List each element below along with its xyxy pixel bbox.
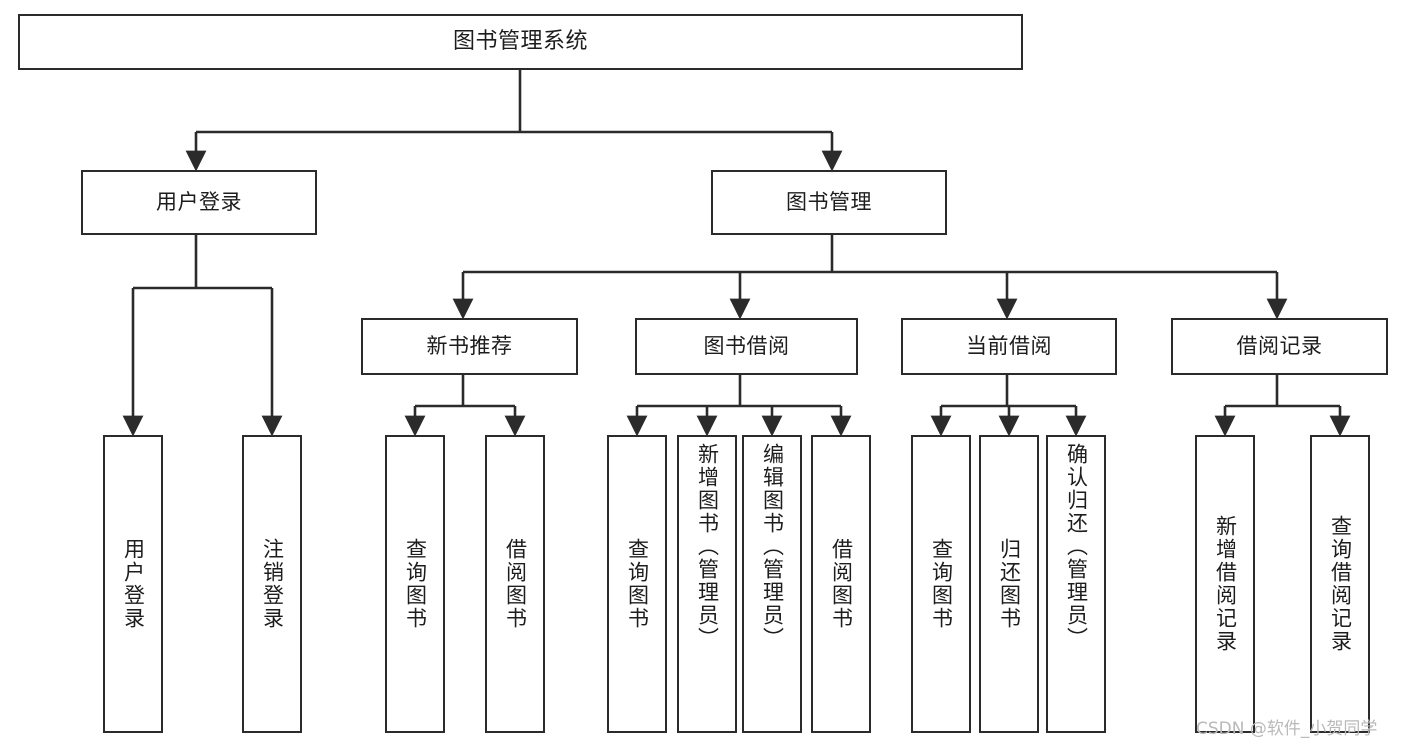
node-leaf-logout-login[interactable]: 注销登录 [242,435,302,733]
node-leaf-return-book[interactable]: 归还图书 [979,435,1039,733]
node-book-borrow[interactable]: 图书借阅 [635,318,858,375]
node-label: 用户登录 [121,538,146,630]
node-label: 查询图书 [403,538,428,630]
node-leaf-confirm-return-admin[interactable]: 确认归还（管理员） [1046,435,1106,733]
node-label: 归还图书 [997,538,1022,630]
node-label: 借阅图书 [829,538,854,630]
node-label: 查询图书 [625,538,650,630]
node-new-book-recommend[interactable]: 新书推荐 [361,318,578,375]
node-leaf-user-login[interactable]: 用户登录 [103,435,163,733]
node-label: 查询借阅记录 [1328,515,1353,653]
node-user-login[interactable]: 用户登录 [81,170,317,235]
node-leaf-add-book-admin[interactable]: 新增图书（管理员） [677,435,737,733]
node-label: 新书推荐 [426,334,513,359]
node-leaf-query-borrow-record[interactable]: 查询借阅记录 [1310,435,1370,733]
node-leaf-query-book-borrow[interactable]: 查询图书 [607,435,667,733]
node-label: 用户登录 [156,190,242,215]
node-borrow-record[interactable]: 借阅记录 [1171,318,1388,375]
node-book-management[interactable]: 图书管理 [711,170,947,235]
node-leaf-query-book-current[interactable]: 查询图书 [911,435,971,733]
node-label: 查询图书 [929,538,954,630]
node-label: 图书管理系统 [452,29,588,55]
node-label: 新增图书（管理员） [695,443,720,650]
node-root-book-management-system[interactable]: 图书管理系统 [18,14,1023,70]
node-label: 借阅记录 [1236,334,1323,359]
node-label: 新增借阅记录 [1213,515,1238,653]
node-leaf-borrow-book[interactable]: 借阅图书 [811,435,871,733]
node-leaf-borrow-book-recommend[interactable]: 借阅图书 [485,435,545,733]
node-label: 确认归还（管理员） [1064,443,1089,650]
node-leaf-query-book-recommend[interactable]: 查询图书 [385,435,445,733]
node-leaf-edit-book-admin[interactable]: 编辑图书（管理员） [742,435,802,733]
node-leaf-add-borrow-record[interactable]: 新增借阅记录 [1195,435,1255,733]
node-label: 当前借阅 [966,334,1052,359]
node-label: 图书管理 [786,190,872,215]
node-label: 注销登录 [260,538,285,630]
node-current-borrow[interactable]: 当前借阅 [901,318,1117,375]
watermark-csdn: CSDN @软件_小贺同学 [1196,719,1378,739]
node-label: 借阅图书 [503,538,528,630]
node-label: 图书借阅 [703,334,790,359]
node-label: 编辑图书（管理员） [760,443,785,650]
